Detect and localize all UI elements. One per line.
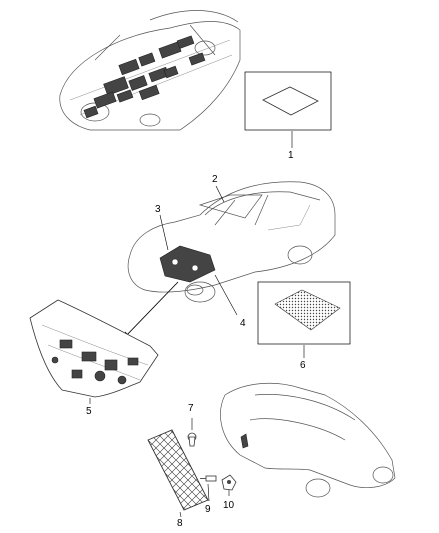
part-1-box bbox=[244, 71, 332, 131]
callout-7: 7 bbox=[188, 403, 194, 414]
car-rear-view bbox=[220, 382, 396, 498]
callout-5: 5 bbox=[86, 406, 92, 417]
hood-insulator-on-car bbox=[159, 245, 216, 283]
callout-9: 9 bbox=[205, 504, 211, 515]
callout-6: 6 bbox=[300, 360, 306, 371]
part-5-insulator-panel bbox=[29, 299, 159, 398]
callout-4: 4 bbox=[240, 318, 246, 329]
car-hood-insulation-view bbox=[127, 181, 336, 303]
callout-1: 1 bbox=[288, 150, 294, 161]
part-9-screw bbox=[200, 475, 217, 482]
part-6-box bbox=[257, 281, 351, 345]
callout-3: 3 bbox=[155, 204, 161, 215]
car-floor-insulation-view bbox=[59, 10, 241, 131]
part-7-clip bbox=[187, 432, 197, 447]
part-10-fastener bbox=[221, 474, 237, 491]
callout-8: 8 bbox=[177, 518, 183, 529]
floor-insulation-pieces bbox=[83, 35, 206, 119]
explode-arrow bbox=[122, 281, 179, 340]
callout-10: 10 bbox=[223, 500, 235, 511]
callout-2: 2 bbox=[212, 174, 218, 185]
part-8-grille bbox=[147, 429, 209, 511]
